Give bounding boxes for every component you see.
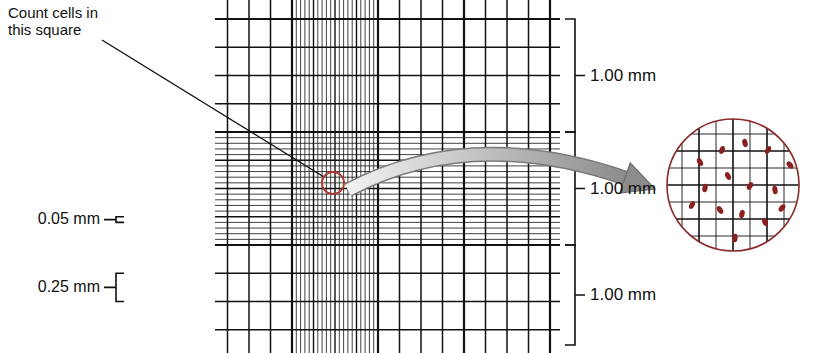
cells — [688, 138, 795, 242]
grid-line — [215, 216, 560, 217]
dimension-bracket — [565, 19, 585, 132]
cell — [688, 200, 696, 210]
grid-line — [296, 0, 297, 353]
grid-line — [506, 0, 508, 353]
grid-line — [215, 222, 560, 223]
cell — [715, 205, 724, 215]
grid-line — [399, 0, 401, 353]
grid-line — [528, 0, 530, 353]
grid-line — [343, 0, 344, 353]
cell — [745, 181, 754, 191]
grid-line — [215, 211, 560, 212]
dimension-label: 1.00 mm — [590, 285, 656, 305]
grid-line — [347, 0, 348, 353]
grid-line — [215, 131, 560, 133]
grid-line — [215, 75, 560, 77]
magnified-grid-line — [658, 202, 808, 203]
grid-line — [215, 301, 560, 303]
grid-line — [442, 0, 444, 353]
dimension-label: 0.25 mm — [38, 278, 100, 296]
cell — [764, 145, 773, 155]
grid-line — [215, 137, 560, 138]
grid-line — [215, 194, 560, 195]
cell — [718, 145, 726, 155]
magnified-view — [658, 110, 808, 260]
cell — [777, 203, 786, 213]
grid-line — [215, 18, 560, 20]
grid-line — [215, 143, 560, 144]
grid-line — [215, 188, 560, 189]
grid-line — [215, 244, 560, 246]
magnified-grid-line — [658, 116, 808, 118]
grid-line — [215, 273, 560, 275]
grid-line — [215, 233, 560, 234]
cell — [772, 185, 779, 194]
dimension-bracket — [104, 217, 124, 223]
dimension-label: 1.00 mm — [590, 179, 656, 199]
grid-line — [356, 0, 357, 353]
magnify-arrow-outline — [348, 154, 625, 190]
grid-line — [485, 0, 487, 353]
magnified-grid-line — [658, 218, 808, 220]
callout-text: Count cells in this square — [8, 4, 100, 39]
magnified-grid-line — [800, 110, 802, 260]
cell — [732, 234, 738, 243]
magnify-arrow — [348, 154, 625, 190]
grid-line — [463, 0, 465, 353]
grid-line — [334, 0, 335, 353]
grid-line — [549, 0, 551, 353]
grid-line — [317, 0, 318, 353]
grid-line — [420, 0, 422, 353]
grid-line — [215, 182, 560, 183]
grid-line — [304, 0, 305, 353]
grid-line — [291, 0, 293, 353]
cell — [702, 183, 709, 192]
magnified-grid-line — [784, 110, 785, 260]
magnified-grid-line — [664, 110, 666, 260]
leader-line — [102, 40, 324, 177]
magnified-grid-line — [766, 110, 768, 260]
grid-line — [215, 329, 560, 331]
grid-line — [215, 239, 560, 240]
grid-line — [309, 0, 310, 353]
grid-line — [352, 0, 353, 353]
grid-line — [215, 205, 560, 206]
grid-line — [248, 0, 250, 353]
dimension-bracket — [565, 132, 585, 245]
dimension-label: 1.00 mm — [590, 66, 656, 86]
cell — [761, 217, 769, 227]
magnified-grid-line — [658, 252, 808, 254]
grid-line — [330, 0, 331, 353]
grid-line — [300, 0, 301, 353]
grid-line — [227, 0, 229, 353]
grid-line — [215, 47, 560, 49]
grid-line — [215, 103, 560, 105]
grid-line — [215, 199, 560, 200]
dimension-bracket — [104, 273, 124, 301]
dimension-label: 0.05 mm — [38, 210, 100, 228]
cell — [696, 157, 705, 167]
cell — [741, 138, 748, 147]
grid-line — [270, 0, 272, 353]
grid-line — [339, 0, 340, 353]
dimension-brackets — [104, 19, 585, 345]
magnified-grid — [658, 110, 808, 260]
magnified-outline — [667, 119, 799, 251]
cell — [785, 160, 794, 170]
cell — [738, 209, 745, 218]
magnified-grid-line — [658, 184, 808, 186]
grid-line — [215, 228, 560, 229]
cell — [724, 171, 732, 181]
grid-line — [313, 0, 314, 353]
dimension-bracket — [565, 245, 585, 345]
grid-line — [326, 0, 327, 353]
selected-square-marker — [322, 172, 344, 194]
